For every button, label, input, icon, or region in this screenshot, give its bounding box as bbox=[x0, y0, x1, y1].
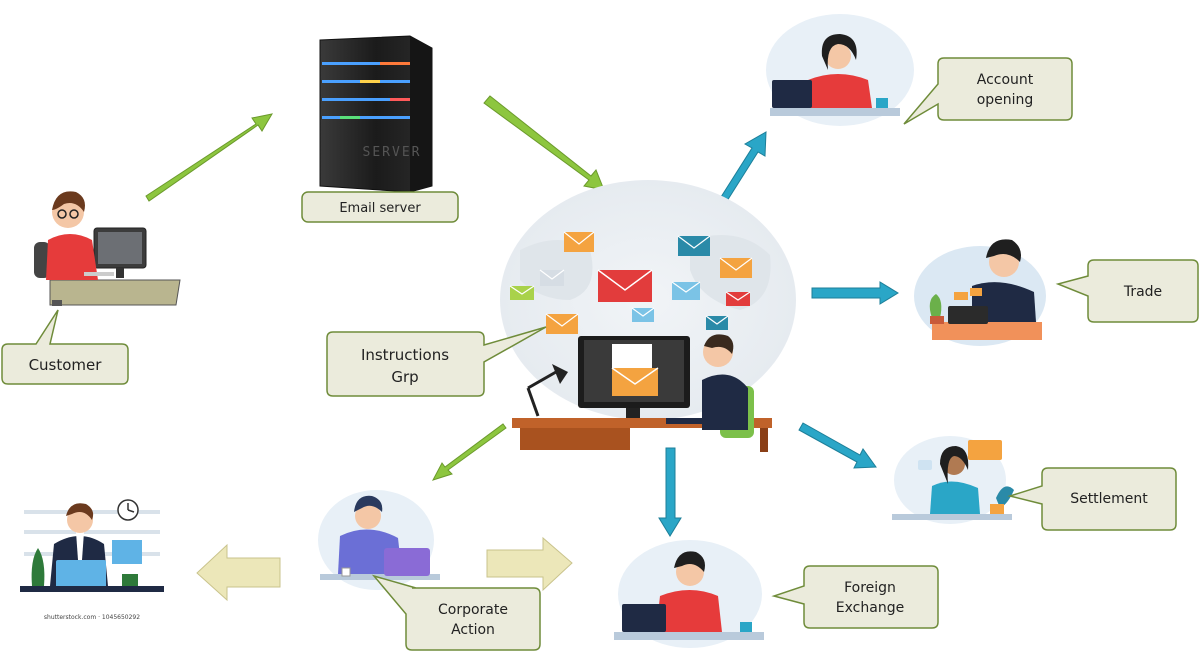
corporate-action-label-line2: Action bbox=[451, 622, 495, 638]
customer-illustration bbox=[34, 191, 181, 306]
shutterstock-credit-text: shutterstock.com · 1045650292 bbox=[44, 614, 140, 621]
callout-foreign-exchange: Foreign Exchange bbox=[771, 565, 939, 629]
trade-label: Trade bbox=[1123, 284, 1162, 300]
corporate-action-label-line1: Corporate bbox=[438, 602, 508, 618]
account-opening-label-line1: Account bbox=[977, 72, 1034, 88]
central-email-scene bbox=[500, 180, 796, 452]
arrow-to-corporate-action bbox=[431, 423, 507, 481]
callout-trade: Trade bbox=[1055, 259, 1199, 323]
settlement-illustration bbox=[892, 436, 1014, 524]
instructions-label-line1: Instructions bbox=[361, 346, 449, 364]
server-sign-text: SERVER bbox=[363, 145, 422, 160]
arrows bbox=[145, 95, 899, 602]
callout-customer: Customer bbox=[1, 309, 129, 385]
settlement-label: Settlement bbox=[1070, 491, 1148, 507]
callout-corporate-action: Corporate Action bbox=[371, 574, 541, 651]
arrow-customer-to-server bbox=[145, 113, 273, 202]
foreign-exchange-label-line1: Foreign bbox=[844, 580, 896, 596]
arrow-to-trade bbox=[811, 281, 899, 305]
server-led-rows bbox=[322, 62, 410, 119]
email-server-label: Email server bbox=[339, 201, 421, 216]
account-opening-illustration bbox=[766, 14, 914, 126]
account-opening-label-line2: opening bbox=[977, 92, 1034, 108]
foreign-exchange-label-line2: Exchange bbox=[836, 600, 904, 616]
callout-instructions-grp: Instructions Grp bbox=[326, 326, 547, 397]
callout-settlement: Settlement bbox=[1007, 467, 1177, 531]
callout-email-server: Email server bbox=[301, 191, 459, 223]
corporate-action-illustration bbox=[318, 490, 440, 590]
trade-illustration bbox=[914, 239, 1046, 346]
floating-envelopes bbox=[509, 231, 753, 334]
office-man-illustration: shutterstock.com · 1045650292 bbox=[20, 496, 164, 621]
arrow-to-foreign-exchange bbox=[658, 447, 682, 537]
arrow-to-settlement bbox=[798, 422, 877, 469]
foreign-exchange-illustration bbox=[614, 540, 764, 648]
email-server-illustration: SERVER bbox=[319, 35, 433, 193]
arrow-corporate-to-right bbox=[486, 536, 573, 592]
callout-account-opening: Account opening bbox=[903, 57, 1073, 125]
arrow-server-to-instructions bbox=[483, 95, 605, 191]
instructions-label-line2: Grp bbox=[391, 368, 418, 386]
arrow-corporate-to-left-office bbox=[196, 543, 281, 602]
customer-label: Customer bbox=[29, 356, 103, 374]
